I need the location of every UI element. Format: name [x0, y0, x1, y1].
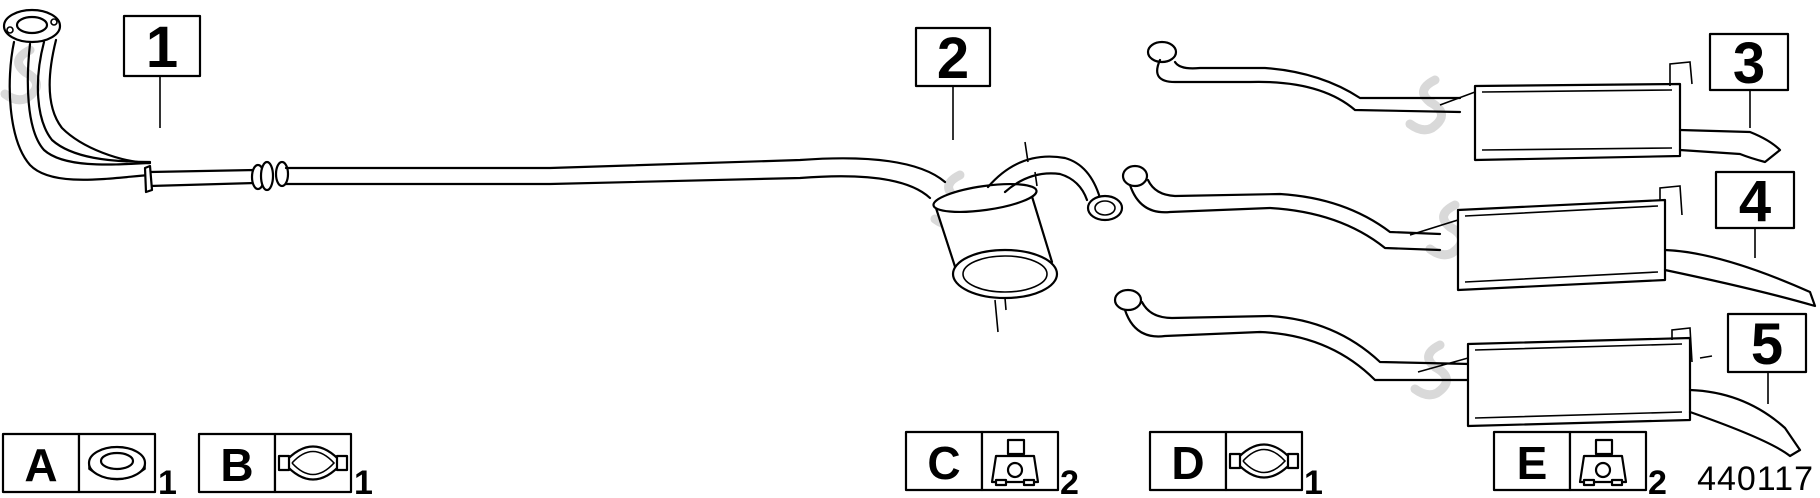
part-4-rear-silencer	[1121, 164, 1817, 308]
accessory-letter-b: B	[220, 439, 253, 491]
accessory-e: E 2	[1492, 430, 1667, 498]
accessory-a: A 1	[1, 432, 177, 498]
part-callout-4: 4	[1714, 169, 1796, 234]
watermark	[0, 45, 1466, 400]
part-number-3: 3	[1733, 31, 1765, 96]
gasket-ring-icon	[87, 445, 147, 481]
accessory-qty-e: 2	[1648, 464, 1667, 498]
accessory-qty-a: 1	[158, 464, 177, 498]
accessory-qty-c: 2	[1060, 464, 1079, 498]
part-callout-1: 1	[122, 14, 202, 80]
part-number-4: 4	[1739, 169, 1771, 234]
leader-lines	[159, 76, 1769, 404]
part-3-rear-silencer	[1146, 40, 1782, 164]
part-number-5: 5	[1751, 312, 1783, 377]
accessory-letter-a: A	[24, 439, 57, 491]
accessory-letter-d: D	[1171, 437, 1204, 489]
part-number-2: 2	[937, 26, 969, 91]
accessory-d: D 1	[1148, 430, 1323, 498]
part-1-front-pipe	[2, 8, 275, 194]
part-callout-2: 2	[914, 26, 992, 91]
part-number-1: 1	[146, 15, 178, 80]
accessory-letter-c: C	[927, 437, 960, 489]
rubber-hanger-icon	[990, 438, 1040, 487]
part-2-center-silencer	[274, 141, 1124, 333]
pipe-clamp-icon	[277, 445, 349, 481]
accessory-c: C 2	[904, 430, 1079, 498]
accessory-letter-e: E	[1517, 437, 1548, 489]
part-callout-5: 5	[1726, 312, 1808, 377]
accessory-b: B 1	[197, 432, 373, 498]
part-callout-3: 3	[1708, 31, 1790, 96]
diagram-code: 440117	[1697, 460, 1814, 498]
accessory-qty-b: 1	[354, 464, 373, 498]
pipe-clamp-icon	[1228, 443, 1300, 479]
part-5-rear-silencer	[1113, 288, 1802, 458]
rubber-hanger-icon	[1578, 438, 1628, 487]
accessory-qty-d: 1	[1304, 464, 1323, 498]
